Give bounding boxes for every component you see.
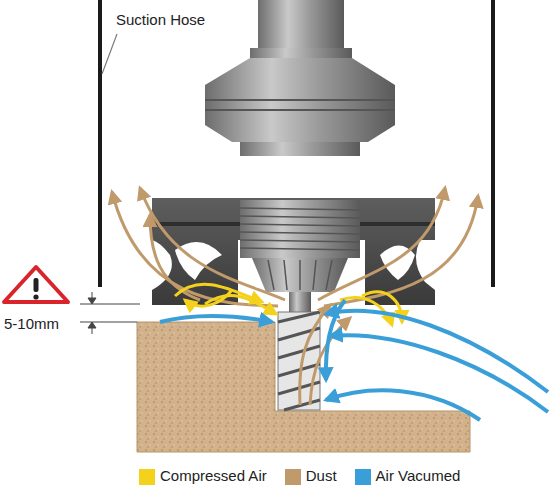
legend-label: Compressed Air <box>160 467 267 485</box>
dust-flow <box>112 188 478 405</box>
warning-triangle <box>4 267 68 302</box>
compressed-air-flow <box>175 284 402 325</box>
leader-line <box>102 34 117 74</box>
legend-swatch <box>355 469 371 485</box>
dimension-label: 5-10mm <box>4 315 59 333</box>
dust-hood <box>152 198 435 305</box>
legend-label: Air Vacumed <box>376 467 461 485</box>
collet-nut <box>252 258 348 292</box>
thread-nut <box>240 200 360 258</box>
hose-label: Suction Hose <box>116 11 205 29</box>
legend-swatch <box>139 469 155 485</box>
hose-wall <box>98 0 102 287</box>
air-vacuumed-flow <box>160 300 548 420</box>
legend-swatch <box>285 469 301 485</box>
legend-label: Dust <box>306 467 337 485</box>
tool-holder <box>205 0 395 156</box>
hose-wall <box>491 0 495 287</box>
dimension-lines <box>80 292 140 334</box>
